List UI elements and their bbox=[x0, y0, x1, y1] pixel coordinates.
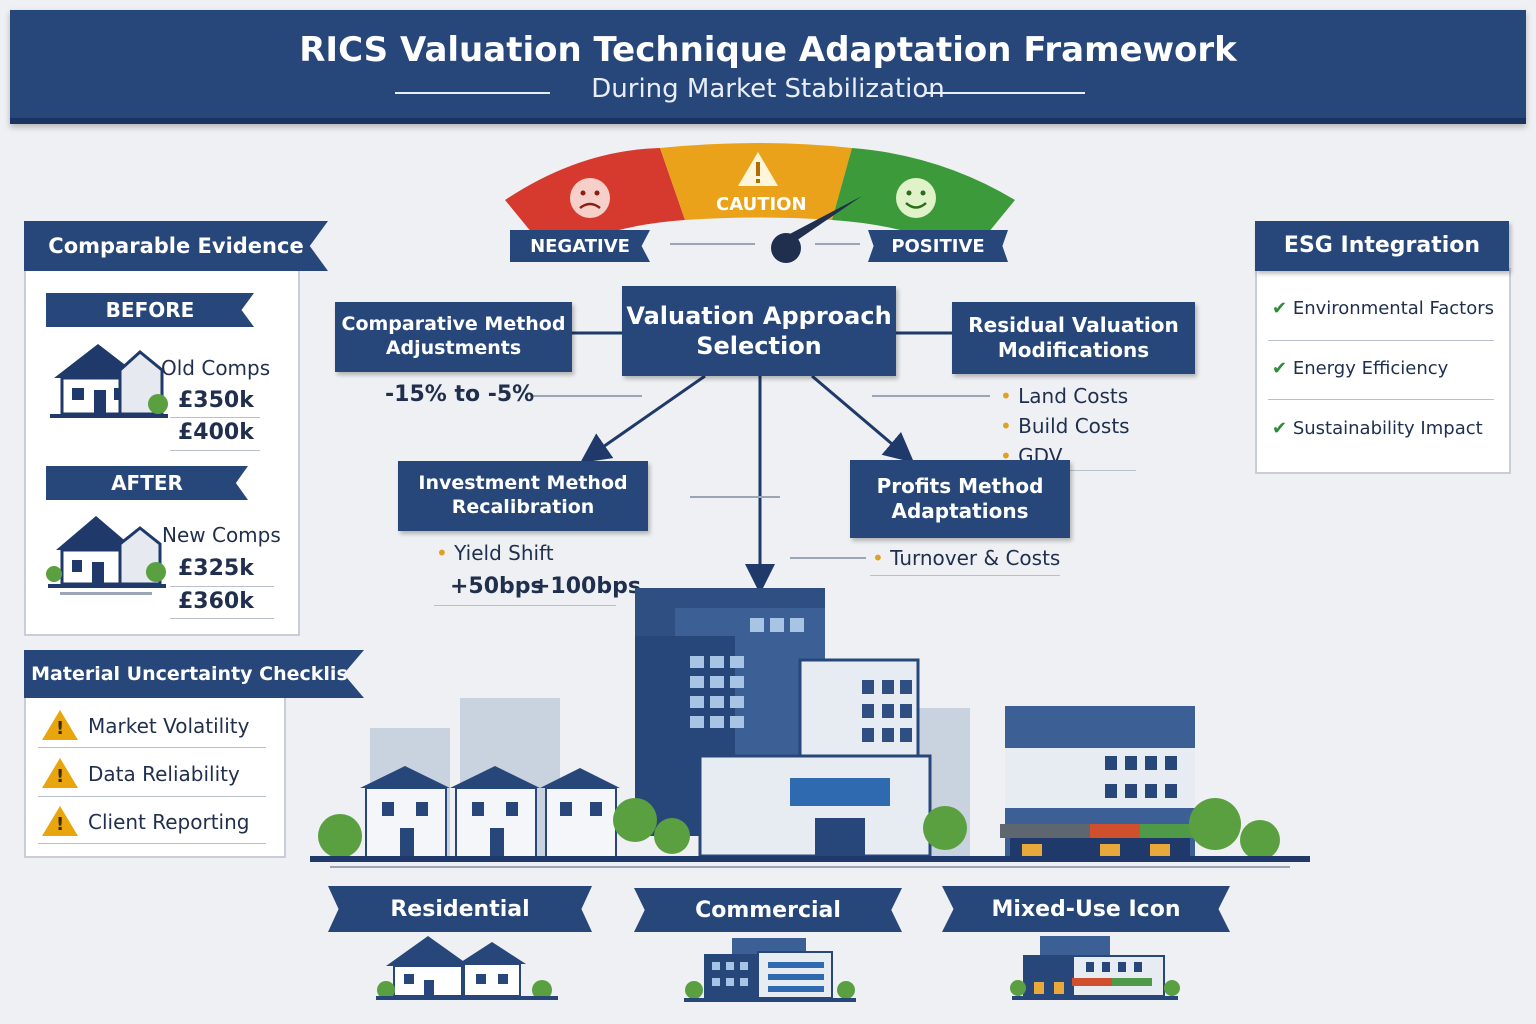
sector-commercial-label: Commercial bbox=[634, 888, 902, 932]
investment-item-yield-shift: • Yield Shift bbox=[436, 541, 554, 565]
esg-item-energy-efficiency: ✔ Energy Efficiency bbox=[1272, 358, 1449, 379]
comparative-method-box: Comparative Method Adjustments bbox=[335, 302, 572, 372]
new-comps-heading: New Comps bbox=[162, 523, 281, 547]
gauge-positive-label: POSITIVE bbox=[868, 230, 1008, 262]
house-icon-after bbox=[46, 516, 166, 595]
profits-item-turnover-costs: • Turnover & Costs bbox=[872, 546, 1061, 570]
valuation-approach-selection-box: Valuation Approach Selection bbox=[622, 286, 896, 376]
residual-item-build-costs: • Build Costs bbox=[1000, 414, 1130, 438]
old-comps-heading: Old Comps bbox=[161, 356, 271, 380]
old-comps-value-1: £350k bbox=[178, 388, 254, 413]
warning-icon: ! bbox=[42, 758, 78, 788]
page-subtitle: During Market Stabilization bbox=[591, 74, 945, 104]
sentiment-gauge bbox=[505, 143, 1015, 263]
check-icon: ✔ bbox=[1272, 358, 1288, 379]
investment-value-100bps: +100bps bbox=[532, 574, 641, 599]
new-comps-value-2: £360k bbox=[178, 589, 254, 614]
gauge-hub bbox=[771, 233, 801, 263]
checklist-item-market-volatility: Market Volatility bbox=[88, 714, 250, 738]
sector-residential-label: Residential bbox=[328, 886, 592, 932]
commercial-icon bbox=[684, 938, 856, 1002]
gauge-caution-label: CAUTION bbox=[716, 194, 807, 215]
sector-mixed-use-label: Mixed-Use Icon bbox=[942, 886, 1230, 932]
after-label: AFTER bbox=[46, 466, 248, 500]
warning-icon: ! bbox=[42, 710, 78, 740]
check-icon: ✔ bbox=[1272, 418, 1288, 439]
profits-method-box: Profits Method Adaptations bbox=[850, 460, 1070, 538]
city-skyline-illustration bbox=[310, 588, 1310, 868]
comparative-range: -15% to -5% bbox=[385, 382, 535, 407]
checklist-item-data-reliability: Data Reliability bbox=[88, 762, 240, 786]
esg-item-environmental: ✔ Environmental Factors bbox=[1272, 298, 1494, 319]
subtitle-rule-left bbox=[395, 92, 550, 94]
investment-value-50bps: +50bps bbox=[450, 574, 544, 599]
happy-face-icon bbox=[896, 178, 936, 218]
gauge-needle bbox=[784, 196, 862, 245]
warning-icon: ! bbox=[42, 806, 78, 836]
esg-item-sustainability: ✔ Sustainability Impact bbox=[1272, 418, 1483, 439]
gauge-negative-label: NEGATIVE bbox=[510, 230, 650, 262]
before-label: BEFORE bbox=[46, 293, 254, 327]
esg-title: ESG Integration bbox=[1255, 221, 1509, 271]
check-icon: ✔ bbox=[1272, 298, 1288, 319]
residual-valuation-box: Residual Valuation Modifications bbox=[952, 302, 1195, 374]
house-icon-before bbox=[50, 344, 168, 418]
investment-method-box: Investment Method Recalibration bbox=[398, 461, 648, 531]
mixed-use-icon bbox=[1010, 936, 1180, 1000]
residential-icon bbox=[376, 936, 558, 1000]
new-comps-value-1: £325k bbox=[178, 556, 254, 581]
checklist-title: Material Uncertainty Checklist bbox=[24, 650, 364, 698]
checklist-item-client-reporting: Client Reporting bbox=[88, 810, 250, 834]
header-banner bbox=[10, 10, 1526, 124]
residual-item-land-costs: • Land Costs bbox=[1000, 384, 1129, 408]
esg-panel bbox=[1255, 268, 1511, 474]
page-title: RICS Valuation Technique Adaptation Fram… bbox=[299, 30, 1237, 70]
subtitle-rule-right bbox=[925, 92, 1085, 94]
old-comps-value-2: £400k bbox=[178, 420, 254, 445]
comparable-evidence-title: Comparable Evidence bbox=[24, 221, 328, 271]
